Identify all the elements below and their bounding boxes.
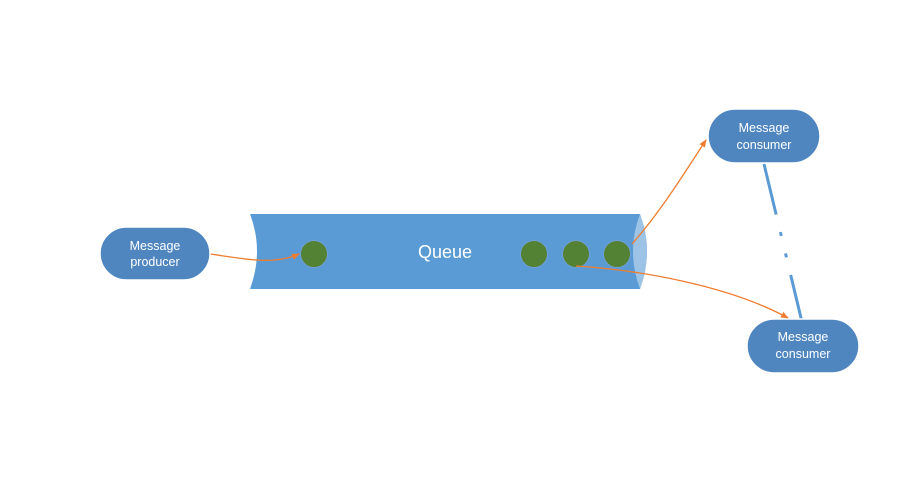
queue-message: [562, 240, 590, 268]
message-consumer-top-label-line1: Message: [739, 121, 790, 135]
producer-to-queue-arrow: [209, 253, 300, 261]
message-consumer-top-label-line2: consumer: [737, 138, 792, 152]
message-consumer-top-node: Message consumer: [707, 108, 821, 164]
message-producer-label-line1: Message: [130, 239, 181, 253]
queue-message-incoming: [300, 240, 328, 268]
message-producer-node: Message producer: [99, 226, 211, 281]
queue-open-end: [633, 214, 647, 289]
queue-to-top-consumer-arrow: [631, 139, 707, 245]
queue-label: Queue: [418, 242, 472, 262]
message-producer-shape: [99, 226, 211, 281]
message-producer-label-line2: producer: [130, 255, 179, 269]
consumer-group-connector: [762, 163, 804, 323]
queue-message: [603, 240, 631, 268]
message-consumer-bottom-shape: [746, 318, 860, 374]
message-consumer-top-shape: [707, 108, 821, 164]
queue-to-bottom-consumer-arrow: [575, 265, 789, 319]
message-consumer-bottom-label-line1: Message: [778, 330, 829, 344]
queue-message: [520, 240, 548, 268]
message-consumer-bottom-label-line2: consumer: [776, 347, 831, 361]
queue-body: [250, 214, 647, 289]
message-consumer-bottom-node: Message consumer: [746, 318, 860, 374]
queue: Queue: [250, 214, 647, 289]
